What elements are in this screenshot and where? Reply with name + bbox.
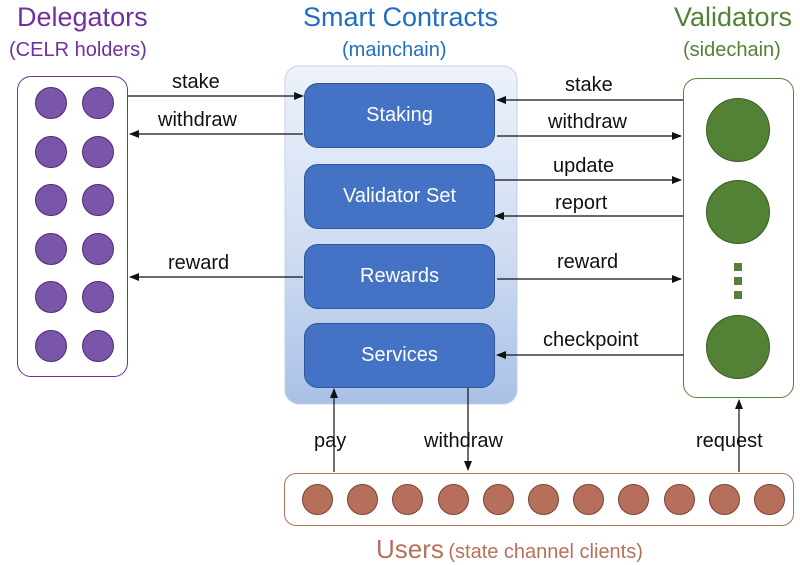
delegator-node bbox=[82, 232, 114, 265]
validators-subtitle: (sidechain) bbox=[683, 39, 781, 61]
validator-reward-label: reward bbox=[557, 251, 619, 273]
delegator-node bbox=[82, 87, 114, 119]
delegator-reward-label: reward bbox=[168, 252, 230, 274]
delegator-withdraw-label: withdraw bbox=[158, 109, 237, 131]
users-subtitle: (state channel clients) bbox=[448, 541, 643, 563]
delegator-node bbox=[82, 329, 114, 362]
validator-node bbox=[706, 98, 770, 162]
user-withdraw-label: withdraw bbox=[424, 430, 503, 452]
user-node bbox=[573, 484, 605, 515]
user-node bbox=[618, 484, 650, 515]
delegator-stake-label: stake bbox=[172, 71, 220, 93]
delegators-panel bbox=[17, 76, 128, 377]
user-node bbox=[302, 484, 333, 515]
rewards-contract: Rewards bbox=[304, 244, 495, 309]
user-request-label: request bbox=[696, 430, 763, 452]
user-pay-label: pay bbox=[314, 430, 347, 452]
validator-withdraw-label: withdraw bbox=[548, 111, 627, 133]
delegator-node bbox=[35, 329, 67, 362]
user-node bbox=[437, 484, 469, 515]
validators-title: Validators bbox=[674, 2, 793, 32]
users-title: Users bbox=[376, 534, 444, 564]
delegator-node bbox=[35, 232, 67, 265]
contracts-title: Smart Contracts bbox=[303, 2, 499, 32]
delegators-subtitle: (CELR holders) bbox=[9, 39, 147, 61]
contracts-subtitle: (mainchain) bbox=[342, 39, 447, 61]
validator-node bbox=[706, 315, 770, 379]
validators-panel bbox=[683, 78, 794, 398]
user-node bbox=[347, 484, 379, 515]
delegator-node bbox=[82, 281, 114, 313]
user-node bbox=[482, 484, 514, 515]
users-panel bbox=[284, 473, 794, 526]
delegators-title: Delegators bbox=[17, 2, 148, 32]
user-node bbox=[754, 484, 785, 515]
user-node bbox=[392, 484, 424, 515]
validator-update-label: update bbox=[553, 155, 615, 177]
delegator-node bbox=[82, 184, 114, 216]
validator-checkpoint-label: checkpoint bbox=[543, 329, 639, 351]
users-caption: Users (state channel clients) bbox=[376, 534, 643, 565]
validator-ellipsis-icon bbox=[734, 263, 742, 303]
user-node bbox=[663, 484, 695, 515]
user-node bbox=[528, 484, 559, 515]
smart-contracts-panel bbox=[284, 65, 518, 405]
delegator-node bbox=[82, 135, 114, 168]
delegator-node bbox=[35, 135, 67, 168]
delegator-node bbox=[35, 87, 67, 119]
validator-stake-label: stake bbox=[565, 74, 613, 96]
validator-node bbox=[706, 180, 770, 244]
delegator-node bbox=[35, 281, 67, 313]
validator-report-label: report bbox=[555, 192, 608, 214]
delegator-node bbox=[35, 184, 67, 216]
validator-set-contract: Validator Set bbox=[304, 164, 495, 229]
user-node bbox=[708, 484, 740, 515]
staking-contract: Staking bbox=[304, 83, 495, 148]
services-contract: Services bbox=[304, 323, 495, 388]
